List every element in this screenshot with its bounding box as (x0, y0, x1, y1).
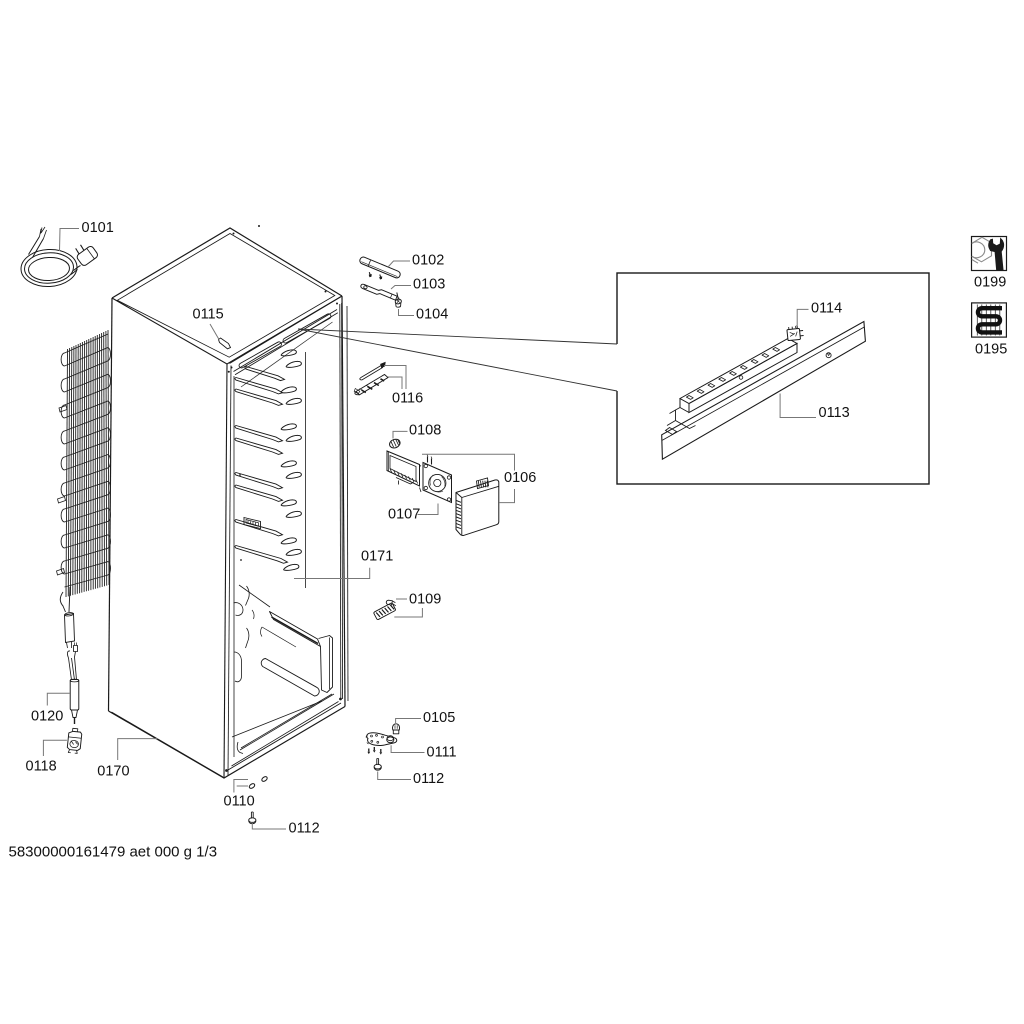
svg-text:0111: 0111 (427, 745, 457, 761)
svg-text:0106: 0106 (504, 470, 536, 486)
svg-text:0104: 0104 (416, 307, 448, 323)
svg-text:0107: 0107 (388, 507, 420, 523)
svg-text:0108: 0108 (409, 423, 441, 439)
svg-text:0114: 0114 (811, 301, 842, 317)
svg-text:0171: 0171 (361, 549, 393, 565)
svg-text:58300000161479 aet 000 g 1/3: 58300000161479 aet 000 g 1/3 (9, 843, 218, 860)
svg-text:0195: 0195 (975, 342, 1007, 358)
svg-text:0112: 0112 (289, 821, 320, 837)
svg-text:0105: 0105 (423, 710, 455, 726)
svg-text:0170: 0170 (97, 764, 129, 780)
svg-text:0113: 0113 (819, 405, 850, 421)
svg-text:0101: 0101 (82, 220, 114, 236)
svg-text:0103: 0103 (413, 277, 445, 293)
svg-text:0112: 0112 (413, 771, 444, 787)
svg-text:0102: 0102 (412, 253, 444, 269)
svg-text:0120: 0120 (31, 709, 63, 725)
svg-text:0115: 0115 (193, 307, 224, 323)
svg-text:0110: 0110 (224, 794, 255, 810)
svg-text:0199: 0199 (974, 275, 1006, 291)
svg-text:0109: 0109 (409, 592, 441, 608)
svg-text:0116: 0116 (392, 391, 423, 407)
svg-text:0118: 0118 (26, 759, 57, 775)
